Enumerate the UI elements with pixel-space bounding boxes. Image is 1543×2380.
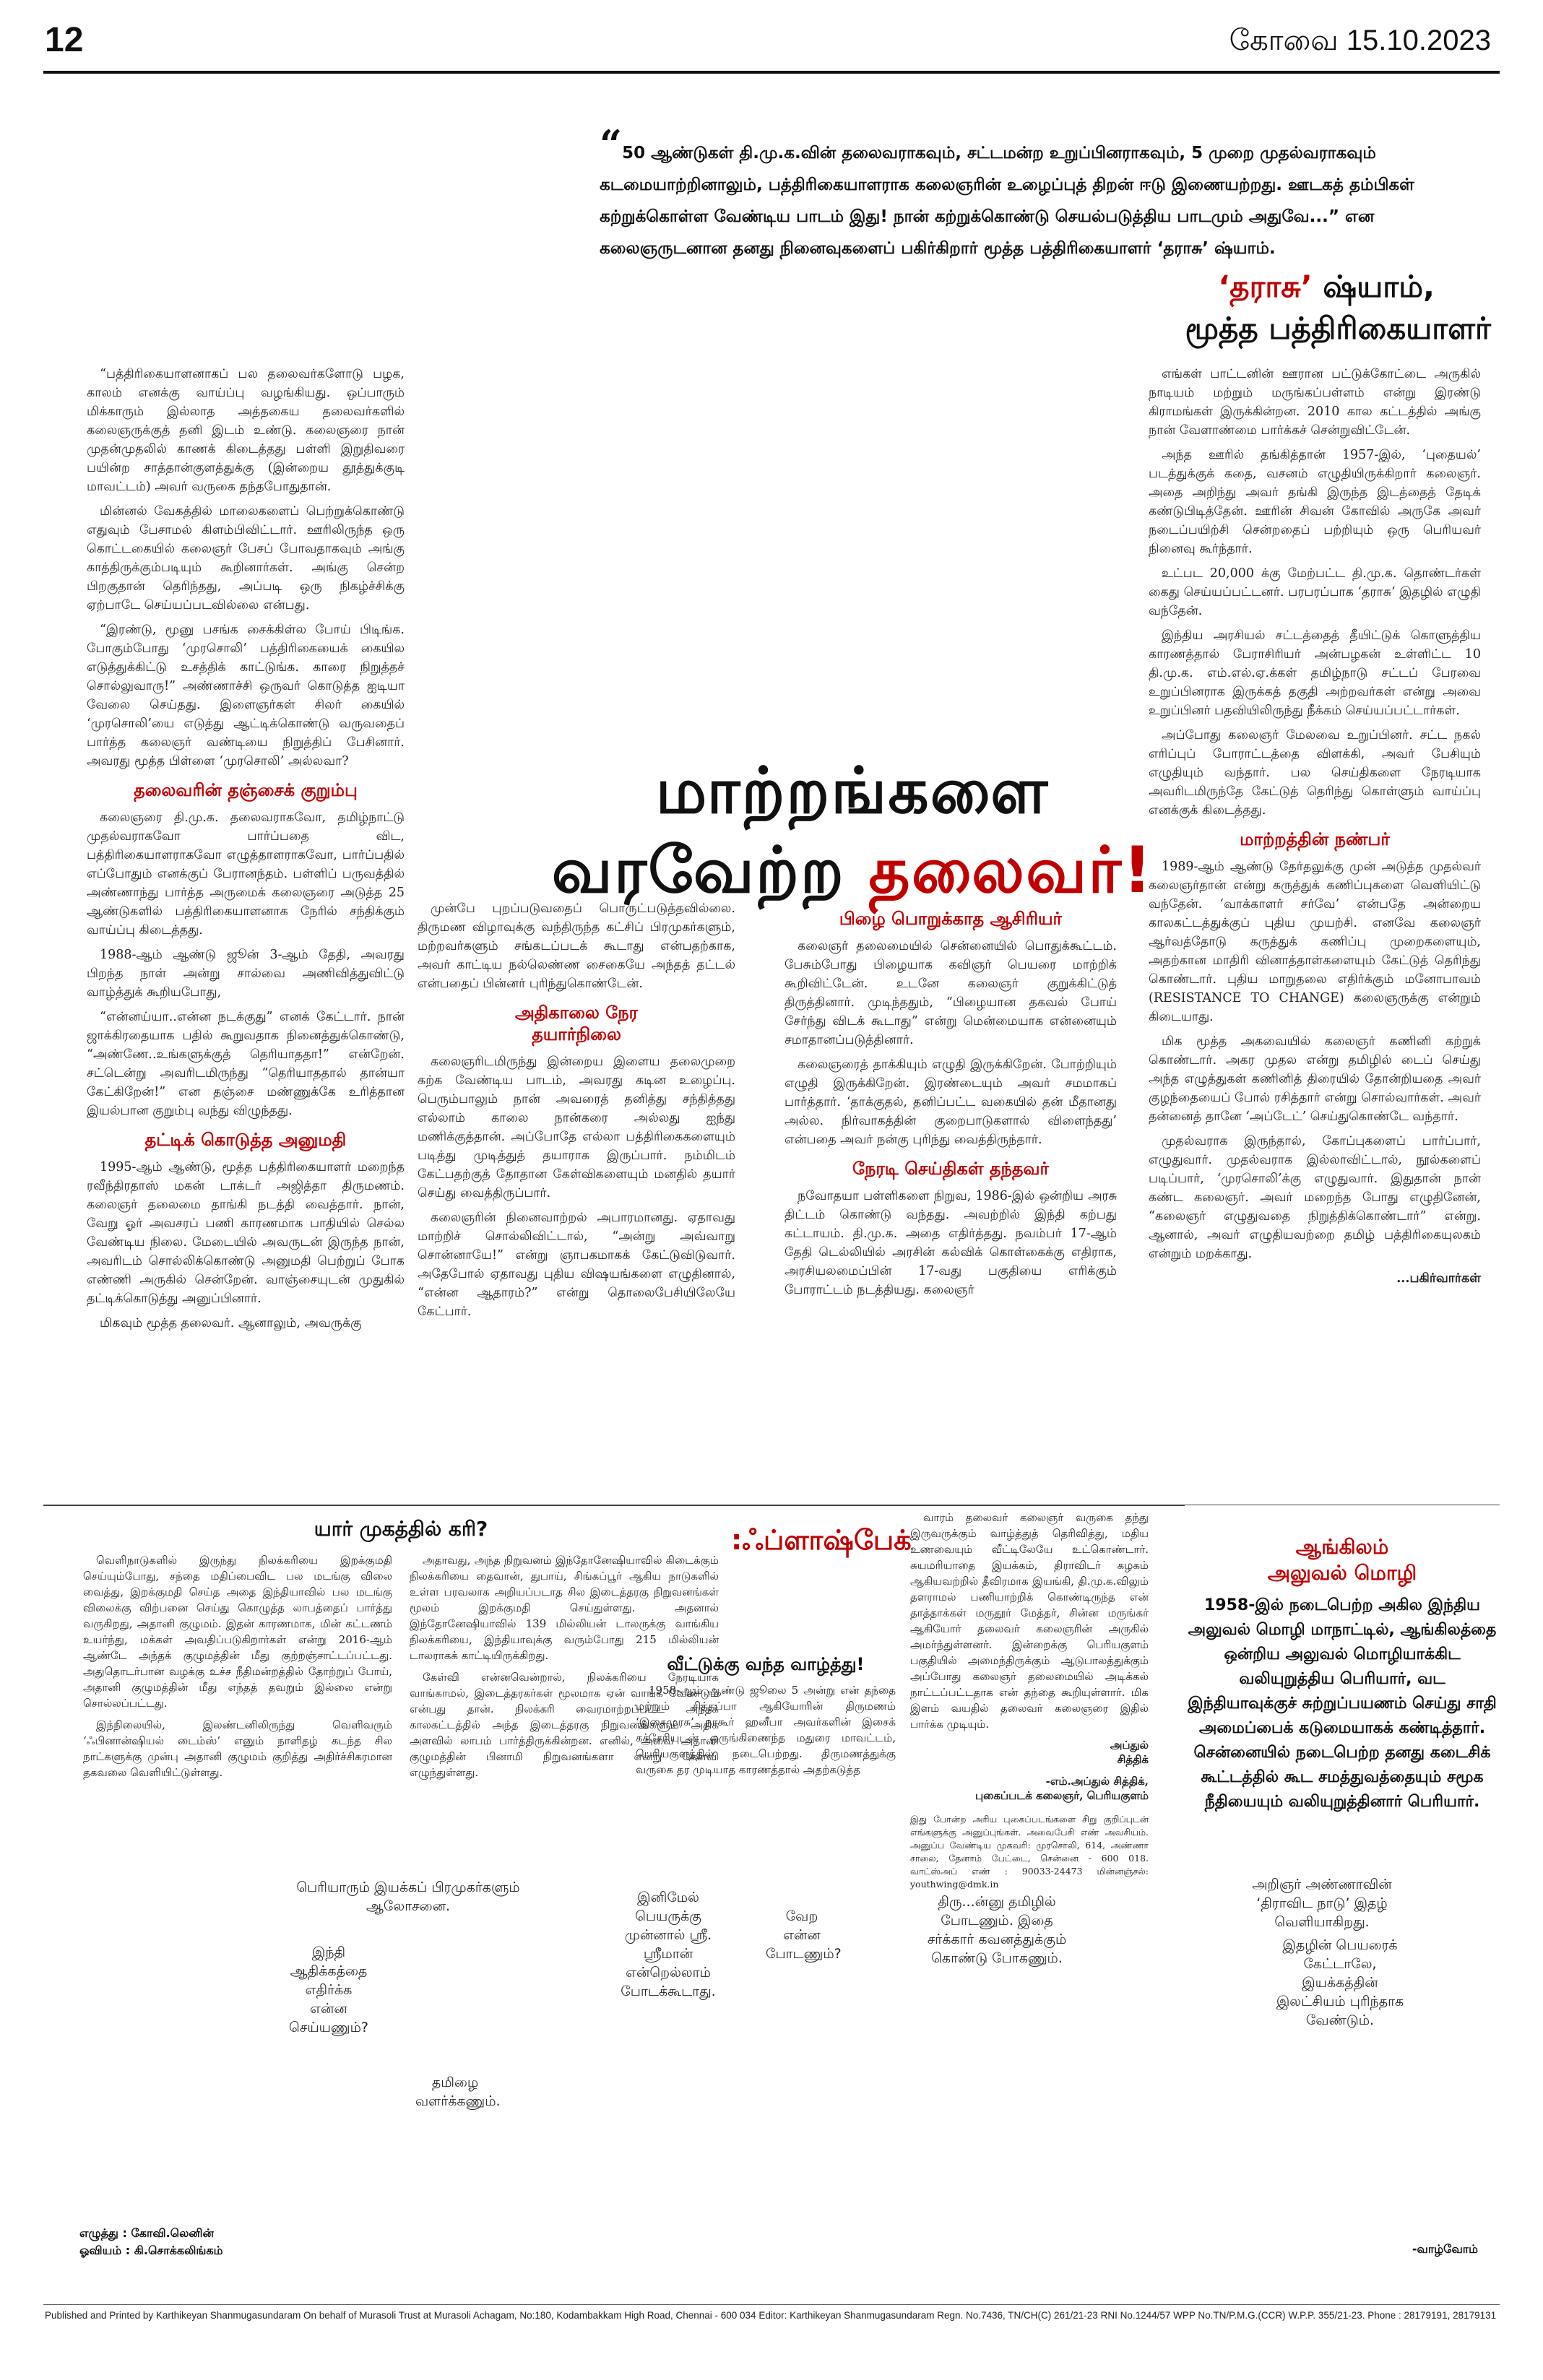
headline-line2b: தலைவர்!	[868, 833, 1154, 907]
language-box: ஆங்கிலம்அலுவல் மொழி 1958-இல் நடைபெற்ற அக…	[1185, 1505, 1500, 1811]
col3-p3: நவோதயா பள்ளிகளை நிறுவ, 1986-இல் ஒன்றிய அ…	[785, 1189, 1117, 1297]
comic-bubble-8: இதழின் பெயரைக் கேட்டாலே, இயக்கத்தின் இலட…	[1276, 1937, 1404, 2028]
col1-p4: கலைஞரை தி.மு.க. தலைவராகவோ, தமிழ்நாட்டு ம…	[87, 810, 405, 938]
col1-subhead-2: தட்டிக் கொடுத்த அனுமதி	[144, 1130, 347, 1150]
coal-box: யார் முகத்தில் கரி? வெளிநாடுகளில் இருந்த…	[83, 1517, 719, 1786]
col2-subhead-1a: அதிகாலை நேர	[514, 1003, 639, 1023]
flashback-wedding-text: 1958-ஆம் ஆண்டு ஜூலை 5 அன்று என் தந்தை மற…	[636, 1682, 896, 1778]
flashback-sign-2: புகைப்படக் கலைஞர், பெரியகுளம்	[974, 1789, 1149, 1802]
credit-writer: எழுத்து : கோவி.லெனின்	[79, 2226, 215, 2240]
col1-p5: 1988-ஆம் ஆண்டு ஜூன் 3-ஆம் தேதி, அவரது பி…	[87, 948, 405, 1000]
col4-p7: மிக மூத்த அகவையில் கலைஞர் கணினி கற்றுக் …	[1149, 1034, 1481, 1124]
flashback-wedding: வீட்டுக்கு வந்த வாழ்த்து! 1958-ஆம் ஆண்டு…	[636, 1654, 896, 1783]
coal-p3: அதாவது, அந்த நிறுவனம் இந்தோனேஷியாவில் கி…	[410, 1554, 719, 1662]
col3-p1: கலைஞர் தலைமையில் சென்னையில் பொதுக்கூட்டம…	[785, 939, 1117, 1047]
comic-bubble-6: திரு...ன்னு தமிழில் போடணும். இதை சர்க்கா…	[927, 1894, 1067, 1966]
coal-box-col-1: வெளிநாடுகளில் இருந்து நிலக்கரியை இறக்கும…	[83, 1552, 392, 1786]
col1-p6: “என்னய்யா..என்ன நடக்குது” எனக் கேட்டார்.…	[87, 1010, 405, 1118]
close-quote: ”	[1328, 207, 1340, 226]
headline-line2a: வரவேற்ற	[551, 833, 869, 907]
article-column-2: முன்பே புறப்படுவதைப் பொருட்படுத்தவில்லை.…	[418, 899, 735, 1327]
language-box-title-1: ஆங்கிலம்	[1295, 1535, 1389, 1559]
col4-end: ...பகிர்வார்கள்	[1396, 1271, 1481, 1286]
col3-subhead-1: பிழை பொறுக்காத ஆசிரியர்	[839, 909, 1063, 929]
headline-line2: வரவேற்ற தலைவர்!	[498, 831, 1206, 910]
section-divider	[43, 1505, 1500, 1506]
photo-caption-1: அப்துல்	[1110, 1739, 1149, 1752]
byline-name: ‘தராசு’ ஷ்யாம்,	[1218, 269, 1435, 308]
imprint-footer: Published and Printed by Karthikeyan Sha…	[45, 2310, 1497, 2321]
page-number: 12	[45, 21, 84, 59]
intro-suffix: என கலைஞருடனான தனது நினைவுகளைப் பகிர்கிறா…	[600, 207, 1375, 258]
col4-p5: அப்போது கலைஞர் மேலவை உறுப்பினர். சட்ட நக…	[1149, 728, 1481, 818]
language-box-title-2: அலுவல் மொழி	[1267, 1561, 1417, 1585]
edition-date: கோவை 15.10.2023	[1229, 25, 1491, 56]
col4-p4: இந்திய அரசியல் சட்டத்தைத் தீயிட்டுக் கொள…	[1149, 628, 1481, 718]
headline: மாற்றங்களை வரவேற்ற தலைவர்!	[498, 751, 1206, 910]
col1-p1: “பத்திரிகையாளனாகப் பல தலைவர்களோடு பழக, க…	[87, 367, 405, 494]
credit-artist: ஓவியம் : கி.சொக்கலிங்கம்	[79, 2243, 223, 2257]
byline-role: மூத்த பத்திரிகையாளர்	[1185, 311, 1491, 346]
top-rule	[43, 71, 1500, 74]
col4-p2: அந்த ஊரில் தங்கித்தான் 1957-இல், ‘புதையல…	[1149, 448, 1481, 556]
col4-p6: 1989-ஆம் ஆண்டு தேர்தலுக்கு முன் அடுத்த ம…	[1149, 860, 1481, 1024]
comic-bubble-3: தமிழை வளர்க்கணும்.	[415, 2074, 501, 2109]
col3-subhead-2: நேரடி செய்திகள் தந்தவர்	[852, 1159, 1050, 1179]
byline-name-rest: ஷ்யாம்,	[1312, 269, 1435, 304]
col1-p3: “இரண்டு, மூனு பசங்க சைக்கிள்ல போய் பிடிங…	[87, 623, 405, 769]
coal-box-col-2: அதாவது, அந்த நிறுவனம் இந்தோனேஷியாவில் கி…	[410, 1552, 719, 1786]
coal-p2: இந்நிலையில், இலண்டனிலிருந்து வெளிவரும் ‘…	[83, 1718, 392, 1779]
language-box-title: ஆங்கிலம்அலுவல் மொழி	[1185, 1534, 1500, 1586]
col2-p3: கலைஞரின் நினைவாற்றல் அபாரமானது. ஏதாவது ம…	[418, 1211, 735, 1319]
flashback-p2: 1958-ஆம் ஆண்டு ஜூலை 5 அன்று என் தந்தை மற…	[636, 1684, 896, 1776]
flashback-subhead: வீட்டுக்கு வந்த வாழ்த்து!	[667, 1654, 865, 1674]
flashback-note: இது போன்ற அரிய புகைப்படங்களை சிறு குறிப்…	[910, 1814, 1149, 1890]
comic-bubble-4: இனிமேல் பெயருக்கு முன்னால் ஸ்ரீ. ஸ்ரீமான…	[621, 1890, 716, 1999]
coal-p4: கேள்வி என்னவென்றால், நிலக்கரியை நேரடியாக…	[410, 1671, 719, 1779]
col1-p2: மின்னல் வேகத்தில் மாலைகளைப் பெற்றுக்கொண்…	[87, 504, 405, 613]
photo-caption-2: சித்திக்	[1117, 1753, 1149, 1766]
col1-p8: மிகவும் மூத்த தலைவர். ஆனாலும், அவருக்கு	[100, 1316, 362, 1330]
language-box-body: 1958-இல் நடைபெற்ற அகில இந்திய அலுவல் மொழ…	[1188, 1596, 1497, 1811]
coal-box-title: யார் முகத்தில் கரி?	[314, 1517, 488, 1541]
flashback-title: :ஃப்ளாஷ்பேக்	[731, 1524, 912, 1556]
col2-p2: கலைஞரிடமிருந்து இன்றைய இளைய தலைமுறை கற்க…	[418, 1055, 735, 1200]
byline-name-red: ‘தராசு’	[1218, 269, 1313, 304]
col3-p2: கலைஞரைத் தாக்கியும் எழுதி இருக்கிறேன். ப…	[785, 1057, 1117, 1147]
credits: எழுத்து : கோவி.லெனின் ஓவியம் : கி.சொக்கல…	[79, 2225, 223, 2259]
intro-block: “50 ஆண்டுகள் தி.மு.க.வின் தலைவராகவும், ச…	[600, 125, 1474, 264]
headline-line1: மாற்றங்களை	[655, 753, 1050, 828]
col2-p1: முன்பே புறப்படுவதைப் பொருட்படுத்தவில்லை.…	[418, 901, 735, 991]
coal-box-columns: வெளிநாடுகளில் இருந்து நிலக்கரியை இறக்கும…	[83, 1552, 719, 1786]
photo-caption: அப்துல்சித்திக்	[910, 1738, 1149, 1767]
flashback-sign-1: -எம்.அப்துல் சித்திக்,	[1045, 1775, 1149, 1788]
col4-p8: முதல்வராக இருந்தால், கோப்புகளைப் பார்ப்ப…	[1149, 1134, 1481, 1261]
col4-subhead-1: மாற்றத்தின் நண்பர்	[1240, 829, 1390, 849]
series-end-mark: -வாழ்வோம்	[1412, 2242, 1478, 2256]
article-column-4: எங்கள் பாட்டனின் ஊரான பட்டுக்கோட்டை அருக…	[1149, 365, 1481, 1288]
flashback-signature: -எம்.அப்துல் சித்திக்,புகைப்படக் கலைஞர்,…	[910, 1774, 1149, 1803]
comic-bubble-2: இந்தி ஆதிக்கத்தை எதிர்க்க என்ன செய்யணும்…	[289, 1944, 368, 2035]
intro-text: 50 ஆண்டுகள் தி.மு.க.வின் தலைவராகவும், சட…	[600, 144, 1414, 226]
comic-bubble-7: அறிஞர் அண்ணாவின் ‘திராவிட நாடு’ இதழ் வெள…	[1252, 1877, 1392, 1930]
article-column-3: பிழை பொறுக்காத ஆசிரியர் கலைஞர் தலைமையில்…	[785, 899, 1117, 1305]
col1-p7: 1995-ஆம் ஆண்டு, மூத்த பத்திரிகையாளர் மறை…	[87, 1160, 405, 1306]
flashback-body: வாரம் தலைவர் கலைஞர் வருகை தந்து இருவருக்…	[910, 1510, 1149, 1897]
comic-bubble-5: வேற என்ன போடணும்?	[766, 1908, 842, 1962]
col2-subhead-1b: தயார்நிலை	[532, 1024, 621, 1044]
coal-p1: வெளிநாடுகளில் இருந்து நிலக்கரியை இறக்கும…	[83, 1554, 392, 1710]
col4-p1: எங்கள் பாட்டனின் ஊரான பட்டுக்கோட்டை அருக…	[1149, 367, 1481, 438]
article-column-1: “பத்திரிகையாளனாகப் பல தலைவர்களோடு பழக, க…	[87, 365, 405, 1338]
open-quote: “	[600, 121, 623, 168]
flashback-p1: வாரம் தலைவர் கலைஞர் வருகை தந்து இருவருக்…	[910, 1511, 1149, 1731]
col4-p3: உட்பட 20,000 க்கு மேற்பட்ட தி.மு.க. தொண்…	[1149, 566, 1481, 618]
comic-bubble-1: பெரியாரும் இயக்கப் பிரமுகர்களும் ஆலோசனை.	[296, 1879, 520, 1914]
footer-rule	[43, 2304, 1500, 2305]
col1-subhead-1: தலைவரின் தஞ்சைக் குறும்பு	[134, 780, 358, 800]
